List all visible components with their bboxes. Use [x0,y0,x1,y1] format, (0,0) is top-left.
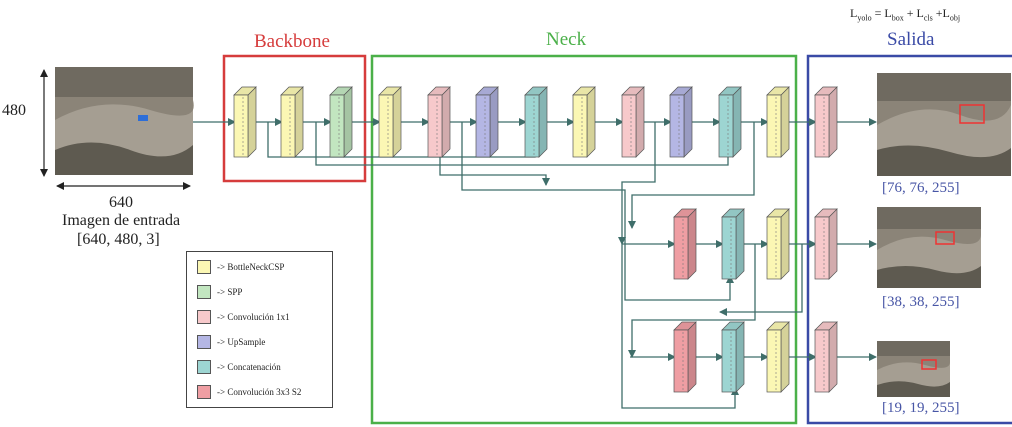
layer-block [428,87,450,157]
legend-item: -> BottleNeckCSP [197,260,284,274]
output-shape-medium: [38, 38, 255] [882,294,960,311]
input-caption: Imagen de entrada [62,212,180,230]
layer-block [722,209,744,279]
legend-swatch [197,385,211,399]
layer-block [719,87,741,157]
legend-label: -> Convolución 3x3 S2 [217,387,301,397]
layer-block [670,87,692,157]
layer-block [379,87,401,157]
legend-item: -> Convolución 3x3 S2 [197,385,301,399]
input-height-label: 480 [2,102,26,120]
legend-swatch [197,260,211,274]
layer-block [767,209,789,279]
layer-block [674,209,696,279]
layer-block [815,209,837,279]
legend-label: -> UpSample [217,337,265,347]
legend-label: -> Concatenación [217,362,281,372]
backbone-title: Backbone [254,31,330,53]
input-image [55,67,194,175]
output-image-medium [877,207,981,288]
layer-block [674,322,696,392]
legend-label: -> Convolución 1x1 [217,312,290,322]
layer-block [622,87,644,157]
legend-item: -> UpSample [197,335,265,349]
legend-item: -> Convolución 1x1 [197,310,290,324]
legend-label: -> BottleNeckCSP [217,262,284,272]
legend-item: -> SPP [197,285,242,299]
output-title: Salida [887,29,935,51]
legend-swatch [197,335,211,349]
layer-block [525,87,547,157]
skip-arrow [316,122,728,165]
layer-block [815,87,837,157]
loss-formula: Lyolo = Lbox + Lcls +Lobj [850,6,960,22]
output-image-large [877,73,1011,176]
output-shape-small: [19, 19, 255] [882,400,960,417]
layer-block [767,87,789,157]
layer-block [281,87,303,157]
neck-title: Neck [546,29,586,51]
layer-block [815,322,837,392]
layer-block [573,87,595,157]
layer-block [330,87,352,157]
legend: -> BottleNeckCSP -> SPP -> Convolución 1… [186,251,333,408]
legend-swatch [197,360,211,374]
output-image-small [877,341,950,397]
layer-block [476,87,498,157]
legend-label: -> SPP [217,287,242,297]
legend-swatch [197,285,211,299]
input-width-label: 640 [109,194,133,212]
legend-swatch [197,310,211,324]
output-shape-large: [76, 76, 255] [882,180,960,197]
legend-item: -> Concatenación [197,360,281,374]
layer-block [722,322,744,392]
input-shape: [640, 480, 3] [77,231,160,249]
layer-block [234,87,256,157]
layer-block [767,322,789,392]
